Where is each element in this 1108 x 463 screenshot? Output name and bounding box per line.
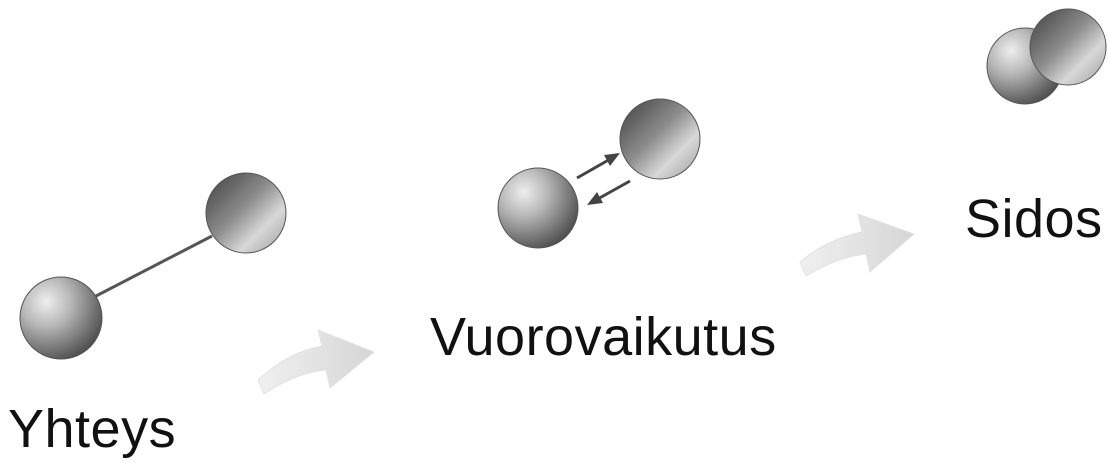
stage-interaction: [498, 99, 700, 248]
sphere-interaction-upper: [620, 99, 700, 179]
sphere-connection-upper: [206, 173, 286, 253]
interaction-arrow-forward: [577, 153, 620, 178]
label-interaction: Vuorovaikutus: [430, 310, 777, 364]
stage-bond: [987, 9, 1106, 104]
interaction-arrow-backward: [587, 181, 630, 205]
connection-bond-line: [96, 236, 212, 296]
stage-connection: [20, 173, 286, 359]
label-bond: Sidos: [965, 192, 1103, 246]
transition-arrow-1: [258, 330, 374, 394]
sphere-connection-lower: [20, 277, 102, 359]
label-connection: Yhteys: [8, 402, 176, 456]
transition-arrow-2: [800, 214, 914, 276]
sphere-interaction-lower: [498, 168, 578, 248]
sphere-bond-front: [1030, 9, 1106, 85]
